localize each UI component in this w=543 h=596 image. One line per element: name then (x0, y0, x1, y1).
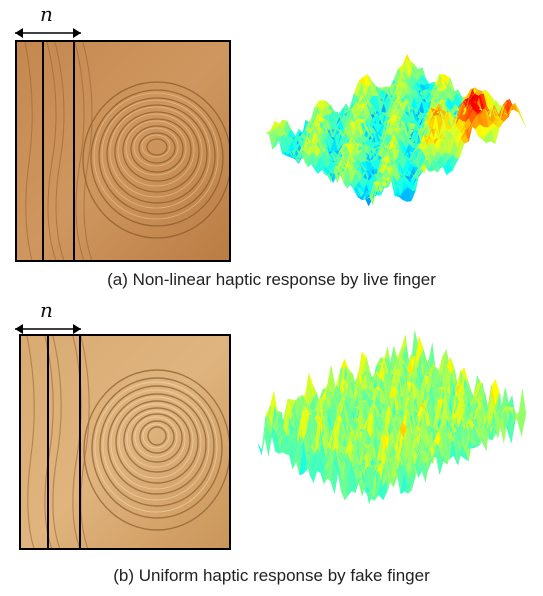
fingerprint-frame-stack (19, 334, 231, 550)
panel-live-finger: n (15, 2, 527, 289)
caption-live-finger: (a) Non-linear haptic response by live f… (107, 270, 436, 289)
n-symbol: n (40, 298, 53, 322)
fingerprint-frame-stack (15, 40, 231, 262)
fingerprint-image (21, 336, 229, 548)
haptic-surface-plot-fake (257, 330, 527, 504)
fingerprint-frame-edge (73, 40, 231, 262)
surface-mesh (265, 53, 527, 207)
fingerprint-image (17, 42, 229, 260)
surface-mesh (257, 330, 527, 504)
n-symbol: n (40, 2, 53, 26)
fingerprint-frame (15, 40, 231, 262)
panel-fake-finger: n (0, 298, 543, 596)
caption-fake-finger: (b) Uniform haptic response by fake fing… (113, 566, 430, 585)
fingerprint-frame-edge (79, 334, 231, 550)
double-arrow-icon (15, 28, 81, 38)
double-arrow-icon (15, 324, 81, 334)
haptic-surface-plot-live (265, 53, 527, 207)
surface-facet (518, 112, 527, 128)
surface-facet (517, 389, 527, 437)
